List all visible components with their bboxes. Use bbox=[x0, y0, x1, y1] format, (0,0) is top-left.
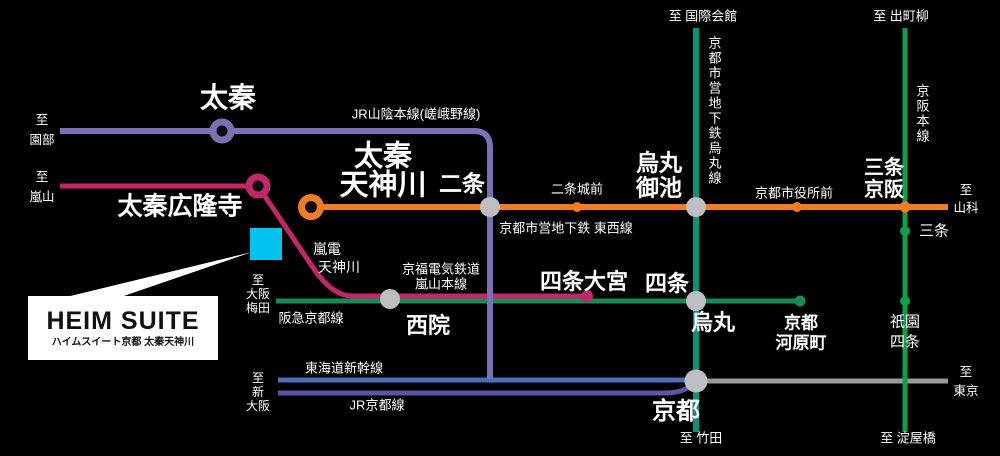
station-label-shijo: 四条 bbox=[644, 271, 690, 296]
station-label-randen-tenjingawa-line1: 嵐電 bbox=[313, 241, 341, 257]
station-label-shijo-omiya: 四条大宮 bbox=[539, 269, 629, 294]
station-marker-uzumasa-koryuji bbox=[245, 173, 271, 199]
dest-osaka-umeda-prefix: 至 bbox=[251, 273, 265, 287]
station-marker-kyoto bbox=[684, 369, 708, 393]
station-label-uzumasa-koryuji: 太秦広隆寺 bbox=[117, 192, 243, 221]
dest-arashiyama-name: 嵐山 bbox=[29, 189, 55, 204]
line-label-jr-sagano: JR山陰本線(嵯峨野線) bbox=[351, 106, 481, 122]
station-label-kyoto: 京都 bbox=[652, 398, 700, 425]
station-dot-gion-shijo bbox=[900, 296, 910, 306]
line-label-randen-line2: 嵐山本線 bbox=[414, 276, 468, 292]
dest-tokyo-prefix: 至 bbox=[959, 364, 973, 379]
station-dot-kyoto-shiyakusho-mae bbox=[792, 202, 802, 212]
dest-kokusai-kaikan: 至 国際会館 bbox=[668, 8, 738, 24]
station-marker-nijo bbox=[480, 197, 500, 217]
station-label-karasuma-oike-line2: 御池 bbox=[636, 174, 682, 201]
dest-demachiyanagi: 至 出町柳 bbox=[873, 8, 929, 24]
line-label-jr-kyoto: JR京都線 bbox=[349, 397, 405, 413]
station-dot-nijojo-mae bbox=[572, 202, 582, 212]
line-label-randen-line1: 京福電気鉄道 bbox=[401, 261, 481, 277]
station-label-saiin: 西院 bbox=[405, 313, 451, 338]
station-label-uzumasa-tenjingawa-line2: 天神川 bbox=[339, 169, 427, 202]
line-label-tozai: 京都市営地下鉄 東西線 bbox=[499, 220, 633, 236]
property-callout: HEIM SUITE ハイムスイート京都 太秦天神川 bbox=[28, 296, 218, 360]
station-marker-saiin bbox=[380, 289, 400, 309]
dest-shin-osaka-name1: 新 bbox=[251, 385, 265, 399]
line-label-hankyu: 阪急京都線 bbox=[278, 310, 344, 326]
station-label-uzumasa: 太秦 bbox=[199, 82, 257, 113]
station-label-nijojo-mae: 二条城前 bbox=[550, 181, 604, 197]
station-label-gion-shijo-line2: 四条 bbox=[889, 333, 921, 351]
station-label-kyoto-kawaramachi-line2: 河原町 bbox=[775, 333, 827, 353]
station-dot-sanjo bbox=[900, 226, 910, 236]
station-label-sanjo-keihan-line2: 京阪 bbox=[864, 179, 904, 201]
station-marker-uzumasa-tenjingawa bbox=[298, 194, 324, 220]
station-marker-shijo-karasuma bbox=[686, 291, 706, 311]
station-label-randen-tenjingawa-line2: 天神川 bbox=[318, 259, 360, 275]
dest-tokyo-name: 東京 bbox=[953, 383, 979, 398]
dest-yamashina-prefix: 至 bbox=[959, 182, 973, 197]
station-label-kyoto-kawaramachi-line1: 京都 bbox=[784, 313, 818, 333]
property-marker bbox=[250, 228, 282, 260]
dest-arashiyama-prefix: 至 bbox=[35, 169, 49, 184]
station-marker-karasuma-oike bbox=[686, 197, 706, 217]
jr-sagano-line bbox=[60, 128, 493, 379]
station-label-nijo: 二条 bbox=[439, 170, 485, 197]
station-label-karasuma-oike-line1: 烏丸 bbox=[636, 149, 682, 176]
station-label-karasuma: 烏丸 bbox=[690, 310, 736, 335]
dest-sonobe-prefix: 至 bbox=[35, 112, 49, 127]
station-label-sanjo: 三条 bbox=[918, 222, 950, 240]
station-marker-uzumasa bbox=[209, 118, 235, 144]
line-label-karasuma: 京都市営地下鉄烏丸線 bbox=[706, 36, 722, 186]
dest-osaka-umeda-name2: 梅田 bbox=[245, 301, 271, 315]
line-label-shinkansen: 東海道新幹線 bbox=[304, 360, 384, 376]
brand-subtitle: ハイムスイート京都 太秦天神川 bbox=[51, 336, 195, 348]
dest-shin-osaka-name2: 大阪 bbox=[245, 399, 271, 413]
station-dot-sanjo-keihan bbox=[899, 201, 911, 213]
dest-takeda: 至 竹田 bbox=[679, 430, 723, 446]
station-label-kyoto-shiyakusho-mae: 京都市役所前 bbox=[754, 185, 834, 201]
station-label-gion-shijo-line1: 祇園 bbox=[889, 313, 921, 331]
dest-osaka-umeda-name1: 大阪 bbox=[245, 287, 271, 301]
brand-name: HEIM SUITE bbox=[46, 306, 200, 335]
dest-shin-osaka-prefix: 至 bbox=[251, 371, 265, 385]
dest-sonobe-name: 園部 bbox=[29, 132, 55, 147]
callout-pointer bbox=[62, 252, 252, 298]
jr-kyoto-line bbox=[278, 384, 692, 396]
dest-yodoyabashi: 至 淀屋橋 bbox=[880, 430, 936, 446]
station-dot-shijo-omiya bbox=[581, 290, 593, 302]
randen-arashiyama-line bbox=[60, 183, 587, 299]
station-dot-kyoto-kawaramachi bbox=[794, 295, 806, 307]
station-label-sanjo-keihan-line1: 三条 bbox=[864, 157, 904, 179]
dest-yamashina-name: 山科 bbox=[953, 200, 979, 215]
station-label-uzumasa-tenjingawa-line1: 太秦 bbox=[353, 140, 413, 173]
line-label-keihan: 京阪本線 bbox=[914, 84, 930, 144]
